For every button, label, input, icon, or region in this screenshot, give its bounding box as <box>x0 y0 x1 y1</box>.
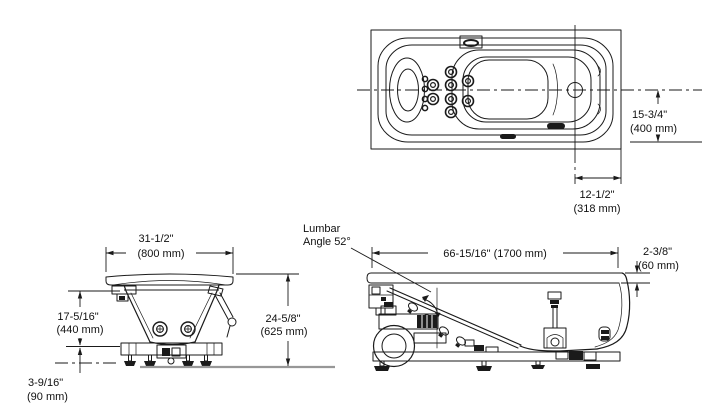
dim-top-half-width-mm: (400 mm) <box>630 123 677 135</box>
dim-rim-to-bottom: 17-5/16" (440 mm) <box>56 290 120 346</box>
end-shell-inner <box>130 292 213 339</box>
backrest-slope-1 <box>389 287 522 346</box>
dim-length-text: 66-15/16" (1700 mm) <box>443 248 547 260</box>
dim-drain-offset: 12-1/2" (318 mm) <box>573 175 621 215</box>
dim-drain-offset-mm: (318 mm) <box>573 203 620 215</box>
lumbar-label-line1: Lumbar <box>303 223 341 235</box>
dim-floor-clearance-mm: (90 mm) <box>27 391 68 403</box>
pillow-inner <box>397 68 419 112</box>
dim-top-half-width: 15-3/4" (400 mm) <box>630 90 677 142</box>
dim-overall-height-mm: (625 mm) <box>260 326 307 338</box>
dim-overall-height: 24-5/8" (625 mm) <box>236 273 308 366</box>
backrest-slope-2 <box>386 290 519 349</box>
side-feet <box>374 360 545 371</box>
end-jets <box>152 321 196 337</box>
well-outer <box>451 49 601 130</box>
end-base-frame <box>120 342 223 365</box>
dim-rim-to-bottom-mm: (440 mm) <box>56 324 103 336</box>
end-rim <box>105 273 234 286</box>
drain-assembly <box>555 350 600 369</box>
end-shell-left <box>123 284 151 343</box>
dim-rim-thickness: 2-3/8" (60 mm) <box>621 246 679 297</box>
dim-overall-height-inches: 24-5/8" <box>265 313 300 325</box>
back-jet-ports <box>421 75 429 112</box>
dim-drain-offset-inches: 12-1/2" <box>579 189 614 201</box>
end-feet <box>124 354 212 366</box>
dim-end-width-inches: 31-1/2" <box>138 233 173 245</box>
side-apron-outer <box>596 272 631 350</box>
end-left-fitting <box>111 285 137 302</box>
jet-cluster <box>426 65 475 119</box>
dim-rim-thickness-mm: (60 mm) <box>638 260 679 272</box>
end-rim-inner-edge <box>112 280 227 286</box>
end-shell-right <box>194 284 220 343</box>
side-rim <box>366 272 623 284</box>
dim-end-width: 31-1/2" (800 mm) <box>105 233 234 274</box>
dim-floor-clearance-inches: 3-9/16" <box>28 377 63 389</box>
pump <box>372 302 447 368</box>
side-view: 66-15/16" (1700 mm) 2-3/8" (60 mm) Lumba… <box>303 223 679 371</box>
side-base-frame <box>372 351 621 362</box>
dim-rim-thickness-inches: 2-3/8" <box>643 246 672 258</box>
deck-fitting <box>459 35 483 49</box>
lumbar-label-line2: Angle 52° <box>303 236 351 248</box>
seat-slope-line <box>552 63 558 116</box>
deck-slot-2 <box>547 123 565 129</box>
seat-contour <box>467 59 549 120</box>
lumbar-label: Lumbar Angle 52° <box>303 223 432 293</box>
side-suction-fitting <box>598 326 611 342</box>
deck-outer-rect <box>370 29 622 150</box>
dim-rim-to-bottom-inches: 17-5/16" <box>57 311 98 323</box>
well-grab-marks <box>597 65 601 115</box>
deck-slot-1 <box>500 134 516 139</box>
well-inner <box>462 56 592 123</box>
dim-floor-clearance: 3-9/16" (90 mm) <box>27 346 120 403</box>
end-piping <box>207 285 237 338</box>
dim-end-width-mm: (800 mm) <box>137 248 184 260</box>
side-apron-inner <box>594 282 623 348</box>
dim-length: 66-15/16" (1700 mm) <box>371 247 619 268</box>
dim-top-half-width-inches: 15-3/4" <box>632 109 667 121</box>
end-view: 31-1/2" (800 mm) 17-5/16" (440 mm) 24-5/… <box>27 233 335 403</box>
top-view: 15-3/4" (400 mm) 12-1/2" (318 mm) <box>357 25 702 215</box>
deck-outline <box>377 37 614 143</box>
overflow-tower <box>543 291 567 349</box>
